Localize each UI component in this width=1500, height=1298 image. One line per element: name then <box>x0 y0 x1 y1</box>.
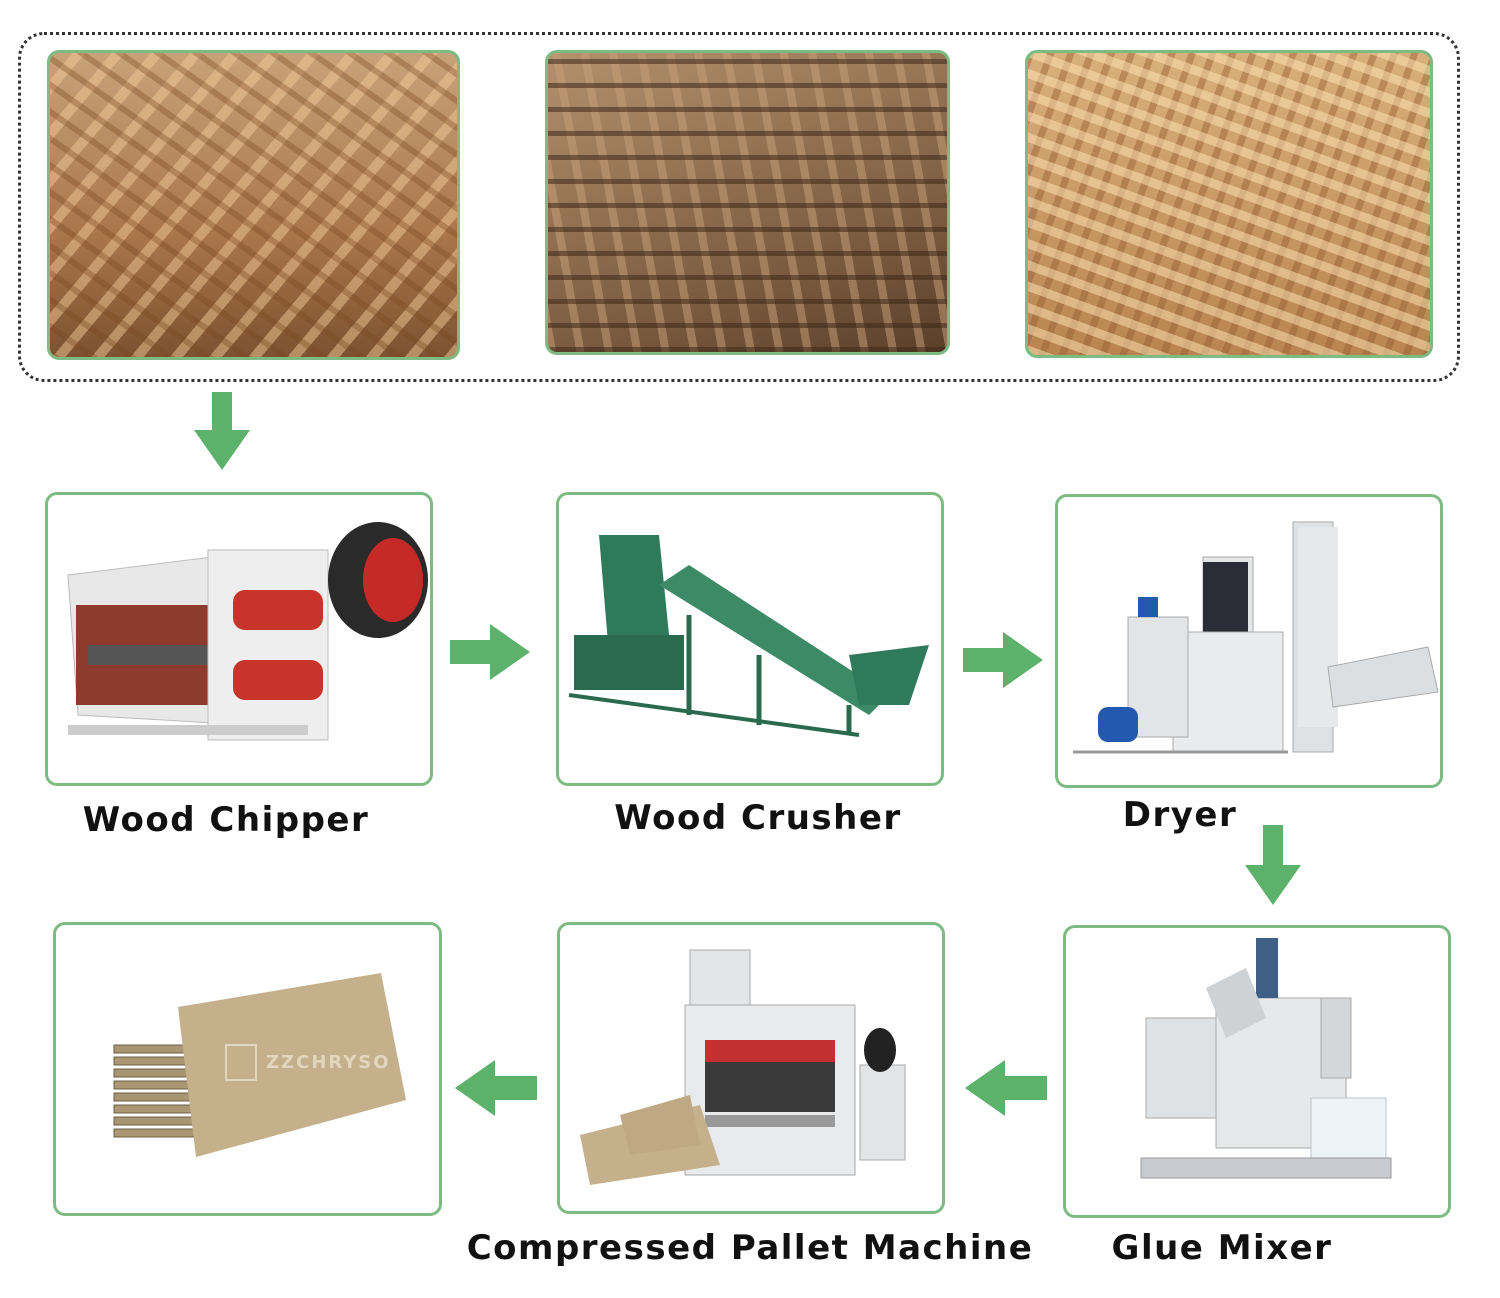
wood-crusher-box <box>556 492 944 786</box>
dryer-box <box>1055 494 1443 788</box>
wood-crusher-image <box>568 535 929 737</box>
glue-mixer-box <box>1063 925 1451 1218</box>
wood-chips-photo <box>1025 50 1433 358</box>
compressed-board-box: ZZCHRYSO <box>53 922 442 1216</box>
arrow-down-icon <box>1245 825 1301 905</box>
brand-watermark: ZZCHRYSO <box>266 1052 391 1073</box>
step-label-compressed-pallet-machine: Compressed Pallet Machine <box>466 1228 1034 1268</box>
step-label-glue-mixer: Glue Mixer <box>1111 1228 1333 1268</box>
wood-chipper-box <box>45 492 433 786</box>
arrow-right-icon <box>450 624 530 680</box>
arrow-left-icon <box>455 1060 537 1116</box>
raw-materials-group <box>18 32 1460 382</box>
wood-chipper-image <box>67 522 428 741</box>
compressed-board-image: ZZCHRYSO <box>113 973 406 1157</box>
step-label-dryer: Dryer <box>1122 795 1238 835</box>
wood-scrap-photo <box>47 50 460 360</box>
dryer-image <box>1073 521 1439 754</box>
step-label-wood-crusher: Wood Crusher <box>614 798 902 838</box>
arrow-down-icon <box>194 392 250 470</box>
arrow-left-icon <box>965 1060 1047 1116</box>
arrow-right-icon <box>963 632 1043 688</box>
step-label-wood-chipper: Wood Chipper <box>82 800 370 840</box>
compressed-pallet-machine-box <box>557 922 945 1214</box>
waste-pallets-photo <box>545 50 950 355</box>
compressed-pallet-machine-image <box>580 949 906 1185</box>
glue-mixer-image <box>1140 938 1392 1179</box>
